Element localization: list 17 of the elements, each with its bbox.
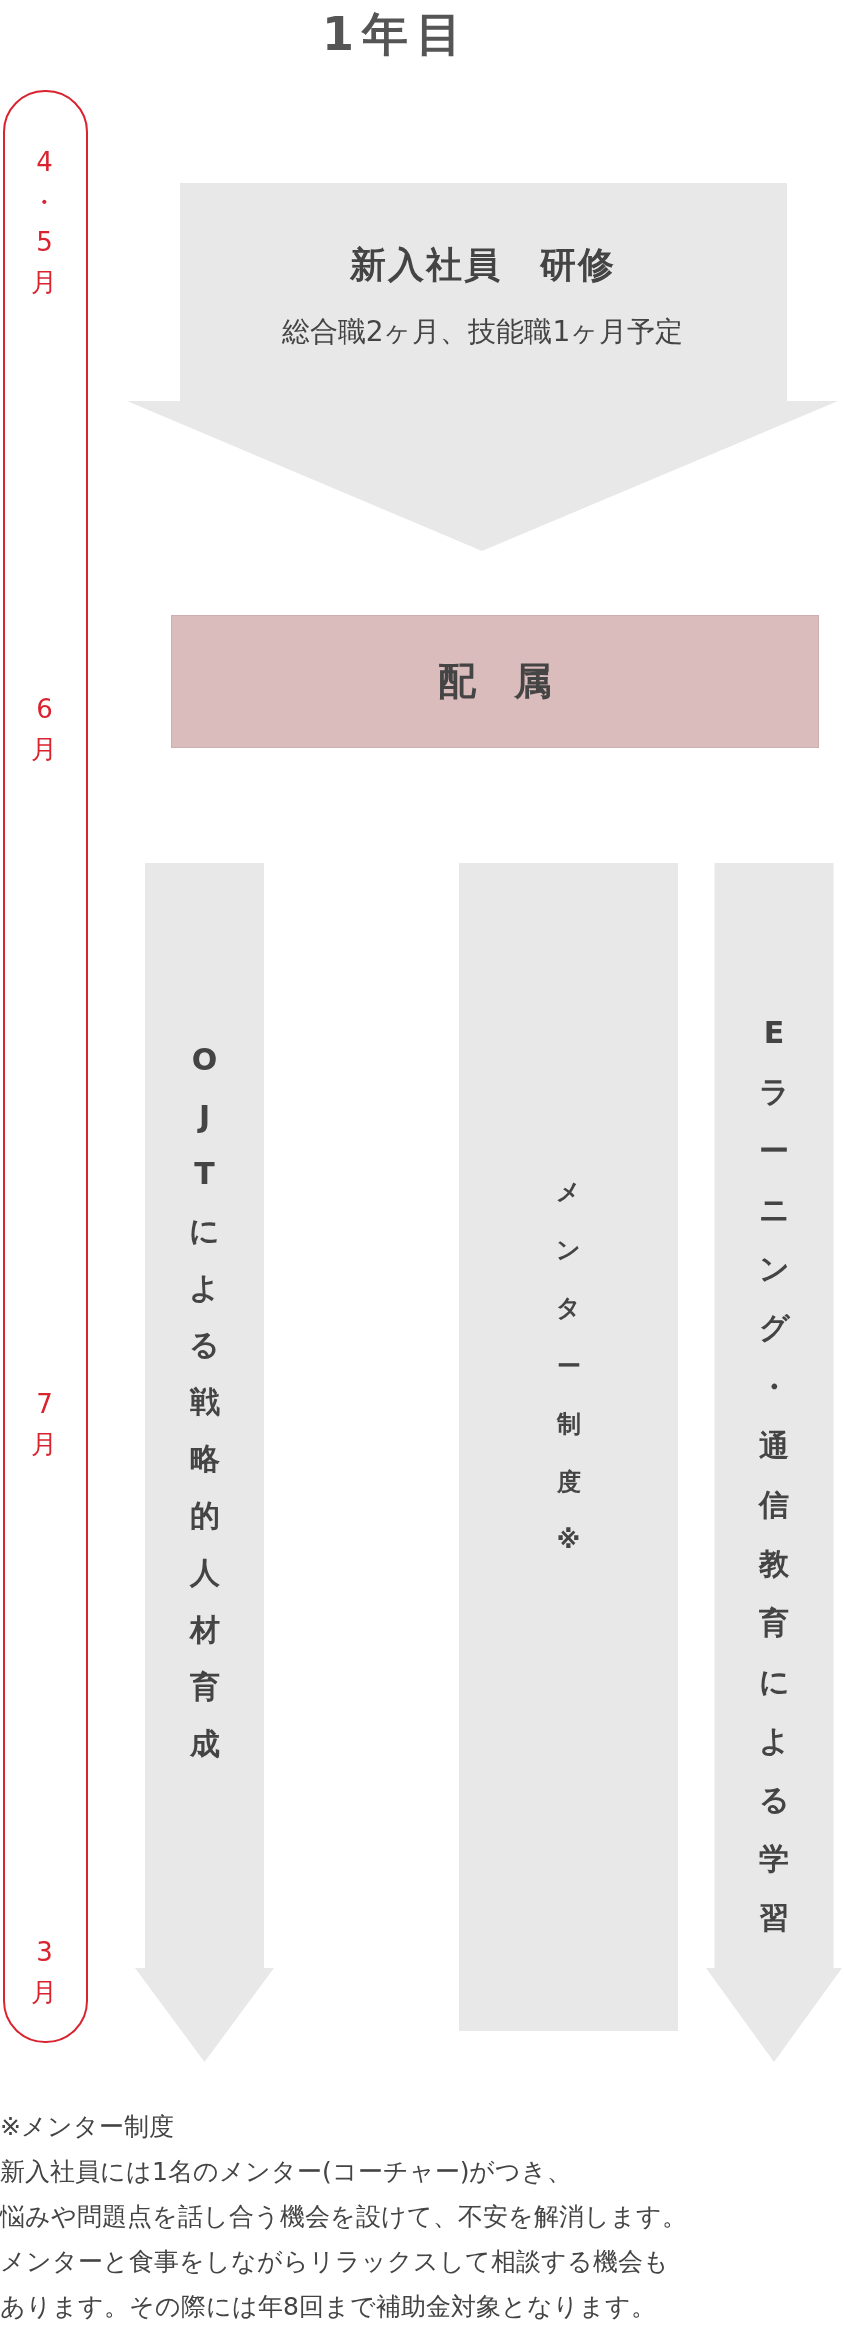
month-label: 6月 [30, 693, 59, 766]
note-text: 悩みや問題点を話し合う機会を設けて、不安を解消します。 [0, 2201, 687, 2233]
subtitle: 総合職2ヶ月、技能職1ヶ月予定 [280, 314, 685, 350]
assignment-box: 配 属 [171, 615, 819, 748]
vertical-label: OJTによる戦略的人材育成 [188, 1041, 221, 1763]
title: 1年目 [322, 6, 470, 63]
note-text: あります。その際には年8回まで補助金対象となります。 [0, 2291, 656, 2323]
timeline-bar [3, 90, 88, 2043]
month-label: 4・5月 [30, 146, 59, 299]
vertical-label: Eラーニング・通信教育による学習 [758, 1014, 790, 1937]
note-text: メンターと食事をしながらリラックスして相談する機会も [0, 2246, 669, 2278]
note-text: ※メンター制度 [0, 2111, 174, 2143]
heading: 新入社員 研修 [348, 243, 617, 287]
note-text: 新入社員には1名のメンター(コーチャー)がつき、 [0, 2156, 573, 2188]
month-label: 7月 [30, 1388, 59, 1461]
month-label: 3月 [30, 1936, 59, 2009]
vertical-label: メンター制度 ※ [555, 1177, 582, 1556]
